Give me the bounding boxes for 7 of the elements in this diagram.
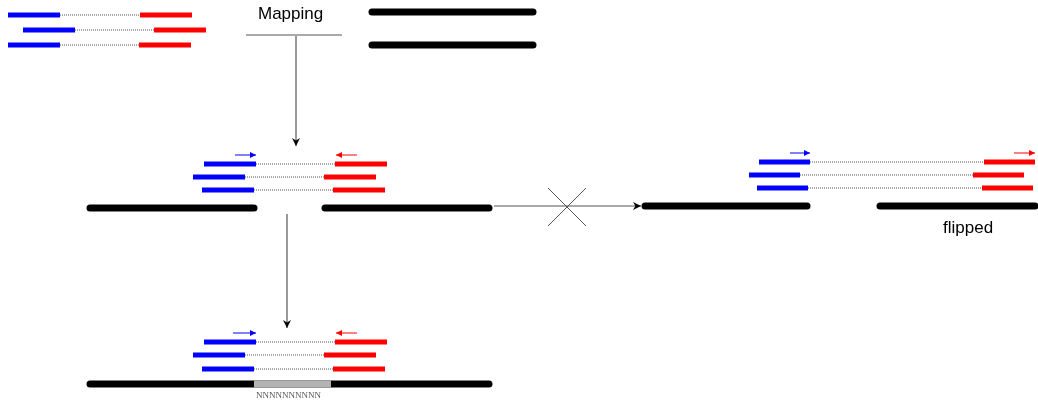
gap-label: NNNNNNNNNN xyxy=(256,390,321,400)
edge-label: Mapping xyxy=(258,4,324,24)
contigs-drawing xyxy=(366,6,538,50)
caption-text: flipped xyxy=(943,218,994,238)
arrow xyxy=(283,213,291,329)
arrow xyxy=(292,35,300,147)
arrow xyxy=(493,202,642,210)
